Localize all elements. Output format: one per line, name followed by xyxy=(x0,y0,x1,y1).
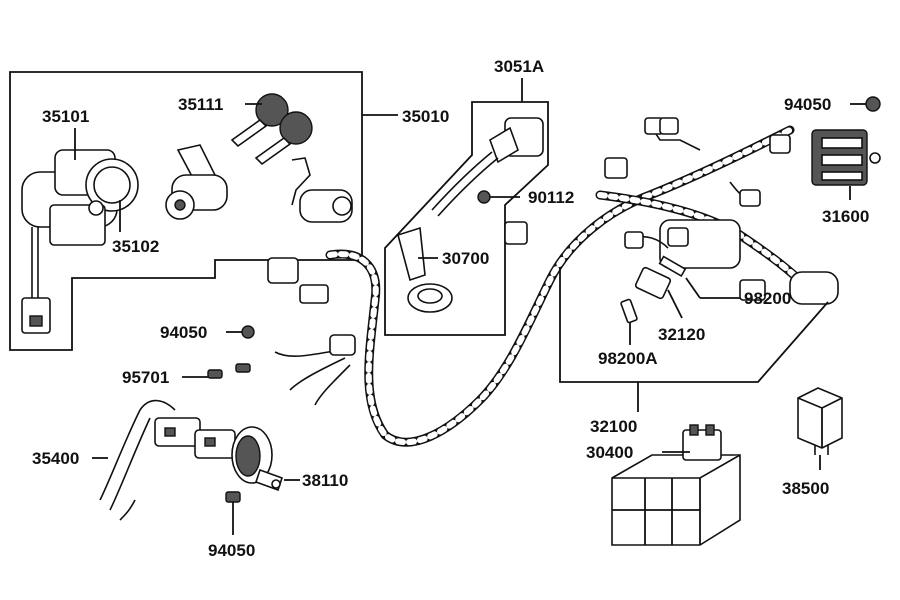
label-32100: 32100 xyxy=(590,417,637,436)
ignition-coil-icon xyxy=(431,117,544,217)
keys-icon xyxy=(230,93,313,166)
label-95701: 95701 xyxy=(122,368,169,387)
spark-plug-group xyxy=(384,78,549,336)
label-3051A: 3051A xyxy=(494,57,544,76)
fuses-icon xyxy=(620,255,687,324)
label-94050-top: 94050 xyxy=(784,95,831,114)
ignition-lock-body xyxy=(21,149,139,334)
regulator-rectifier-icon xyxy=(811,129,881,186)
horn-icon xyxy=(231,426,284,492)
turn-signal-flasher xyxy=(99,399,236,521)
label-38500: 38500 xyxy=(782,479,829,498)
starter-relay-area xyxy=(624,219,839,305)
helmet-lock xyxy=(291,157,353,223)
label-31600: 31600 xyxy=(822,207,869,226)
label-98200A: 98200A xyxy=(598,349,658,368)
nut-94050-mid xyxy=(226,325,255,339)
label-35010: 35010 xyxy=(402,107,449,126)
label-35101: 35101 xyxy=(42,107,89,126)
bolts-95701 xyxy=(182,363,251,379)
relay-icon xyxy=(797,387,843,455)
bolt-90112 xyxy=(477,190,520,204)
spark-plug-cap-icon xyxy=(397,226,453,313)
main-wire-harness xyxy=(267,117,815,447)
label-35400: 35400 xyxy=(32,449,79,468)
label-35102: 35102 xyxy=(112,237,159,256)
nut-94050-top xyxy=(850,96,881,112)
battery-icon xyxy=(611,424,741,546)
bolt-94050-bottom xyxy=(225,491,241,535)
label-35111: 35111 xyxy=(178,95,223,114)
label-94050-bottom: 94050 xyxy=(208,541,255,560)
label-30700: 30700 xyxy=(442,249,489,268)
ignition-switch-group xyxy=(9,71,398,351)
label-38110: 38110 xyxy=(302,471,348,490)
seat-lock-cylinder xyxy=(165,144,228,220)
label-98200: 98200 xyxy=(744,289,791,308)
label-94050-mid: 94050 xyxy=(160,323,207,342)
label-30400: 30400 xyxy=(586,443,633,462)
label-90112: 90112 xyxy=(528,188,574,207)
label-32120: 32120 xyxy=(658,325,705,344)
